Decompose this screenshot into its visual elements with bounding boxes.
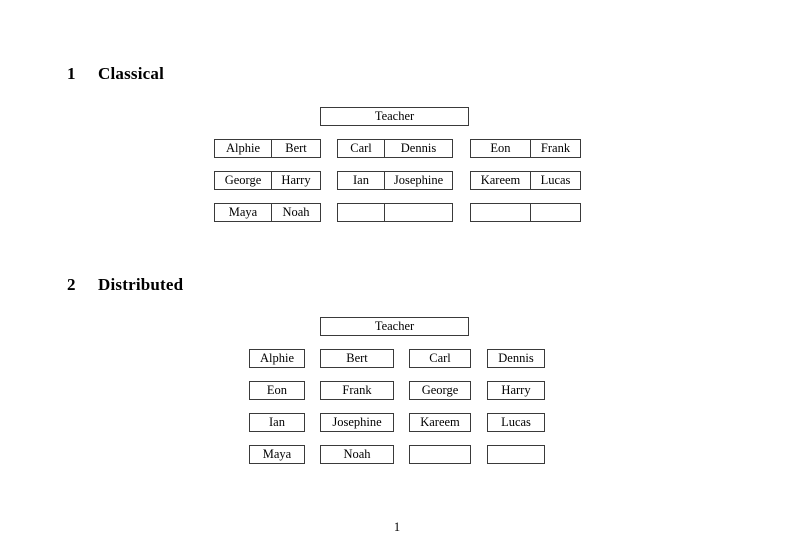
section-title: Distributed — [98, 275, 184, 294]
student-pair-box: Alphie Bert — [214, 139, 321, 158]
student-cell: Ian — [353, 173, 369, 187]
student-pair-box: Kareem Lucas — [470, 171, 581, 190]
section-heading-classical: 1 Classical — [67, 64, 164, 84]
student-cell: Noah — [271, 204, 320, 221]
student-box — [409, 445, 471, 464]
student-pair-box: Carl Dennis — [337, 139, 453, 158]
student-cell: Eon — [490, 141, 511, 155]
student-box: Josephine — [320, 413, 394, 432]
student-box: Alphie — [249, 349, 305, 368]
student-box: Kareem — [409, 413, 471, 432]
classical-teacher-box: Teacher — [320, 107, 469, 126]
student-cell — [338, 204, 384, 221]
student-box: Carl — [409, 349, 471, 368]
student-box: Noah — [320, 445, 394, 464]
student-box: Dennis — [487, 349, 545, 368]
student-cell: Alphie — [225, 141, 261, 155]
section-number: 2 — [67, 275, 76, 294]
student-box: Maya — [249, 445, 305, 464]
student-cell: Harry — [271, 172, 320, 189]
section-number: 1 — [67, 64, 76, 83]
student-cell: Lucas — [530, 172, 580, 189]
student-cell: Kareem — [480, 173, 521, 187]
student-cell: Frank — [530, 140, 580, 157]
student-pair-box: George Harry — [214, 171, 321, 190]
student-cell: Bert — [271, 140, 320, 157]
section-title: Classical — [98, 64, 165, 83]
student-cell: Maya — [228, 205, 258, 219]
student-box: Harry — [487, 381, 545, 400]
student-pair-box — [470, 203, 581, 222]
student-pair-box: Ian Josephine — [337, 171, 453, 190]
student-box: George — [409, 381, 471, 400]
student-cell — [530, 204, 580, 221]
student-box: Ian — [249, 413, 305, 432]
student-cell: Dennis — [384, 140, 452, 157]
page-number: 1 — [393, 520, 401, 534]
student-pair-box — [337, 203, 453, 222]
student-box: Lucas — [487, 413, 545, 432]
student-cell — [471, 204, 530, 221]
student-pair-box: Maya Noah — [214, 203, 321, 222]
student-cell: George — [224, 173, 262, 187]
student-box: Eon — [249, 381, 305, 400]
student-box — [487, 445, 545, 464]
section-heading-distributed: 2 Distributed — [67, 275, 183, 295]
student-box: Frank — [320, 381, 394, 400]
student-pair-box: Eon Frank — [470, 139, 581, 158]
student-cell: Josephine — [384, 172, 452, 189]
student-cell: Carl — [350, 141, 372, 155]
student-cell — [384, 204, 452, 221]
student-box: Bert — [320, 349, 394, 368]
distributed-teacher-box: Teacher — [320, 317, 469, 336]
